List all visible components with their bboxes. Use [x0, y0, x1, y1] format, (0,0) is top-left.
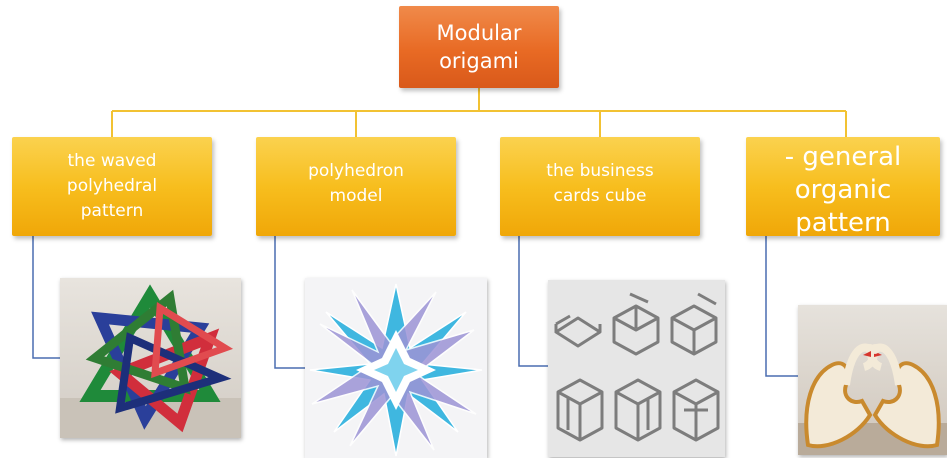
root-node: Modular origami: [399, 6, 559, 88]
business-cards-cube-image: [548, 280, 725, 457]
waved-polyhedron-image: [60, 278, 241, 438]
polyhedron-model-image: [305, 278, 487, 458]
origami-swans-image: [798, 305, 947, 455]
node-polyhedron-model: polyhedron model: [256, 137, 456, 236]
node-business-cards-cube: the business cards cube: [500, 137, 700, 236]
node-waved-polyhedral-pattern: the waved polyhedral pattern: [12, 137, 212, 236]
node-general-organic-pattern: - general organic pattern: [746, 137, 940, 238]
